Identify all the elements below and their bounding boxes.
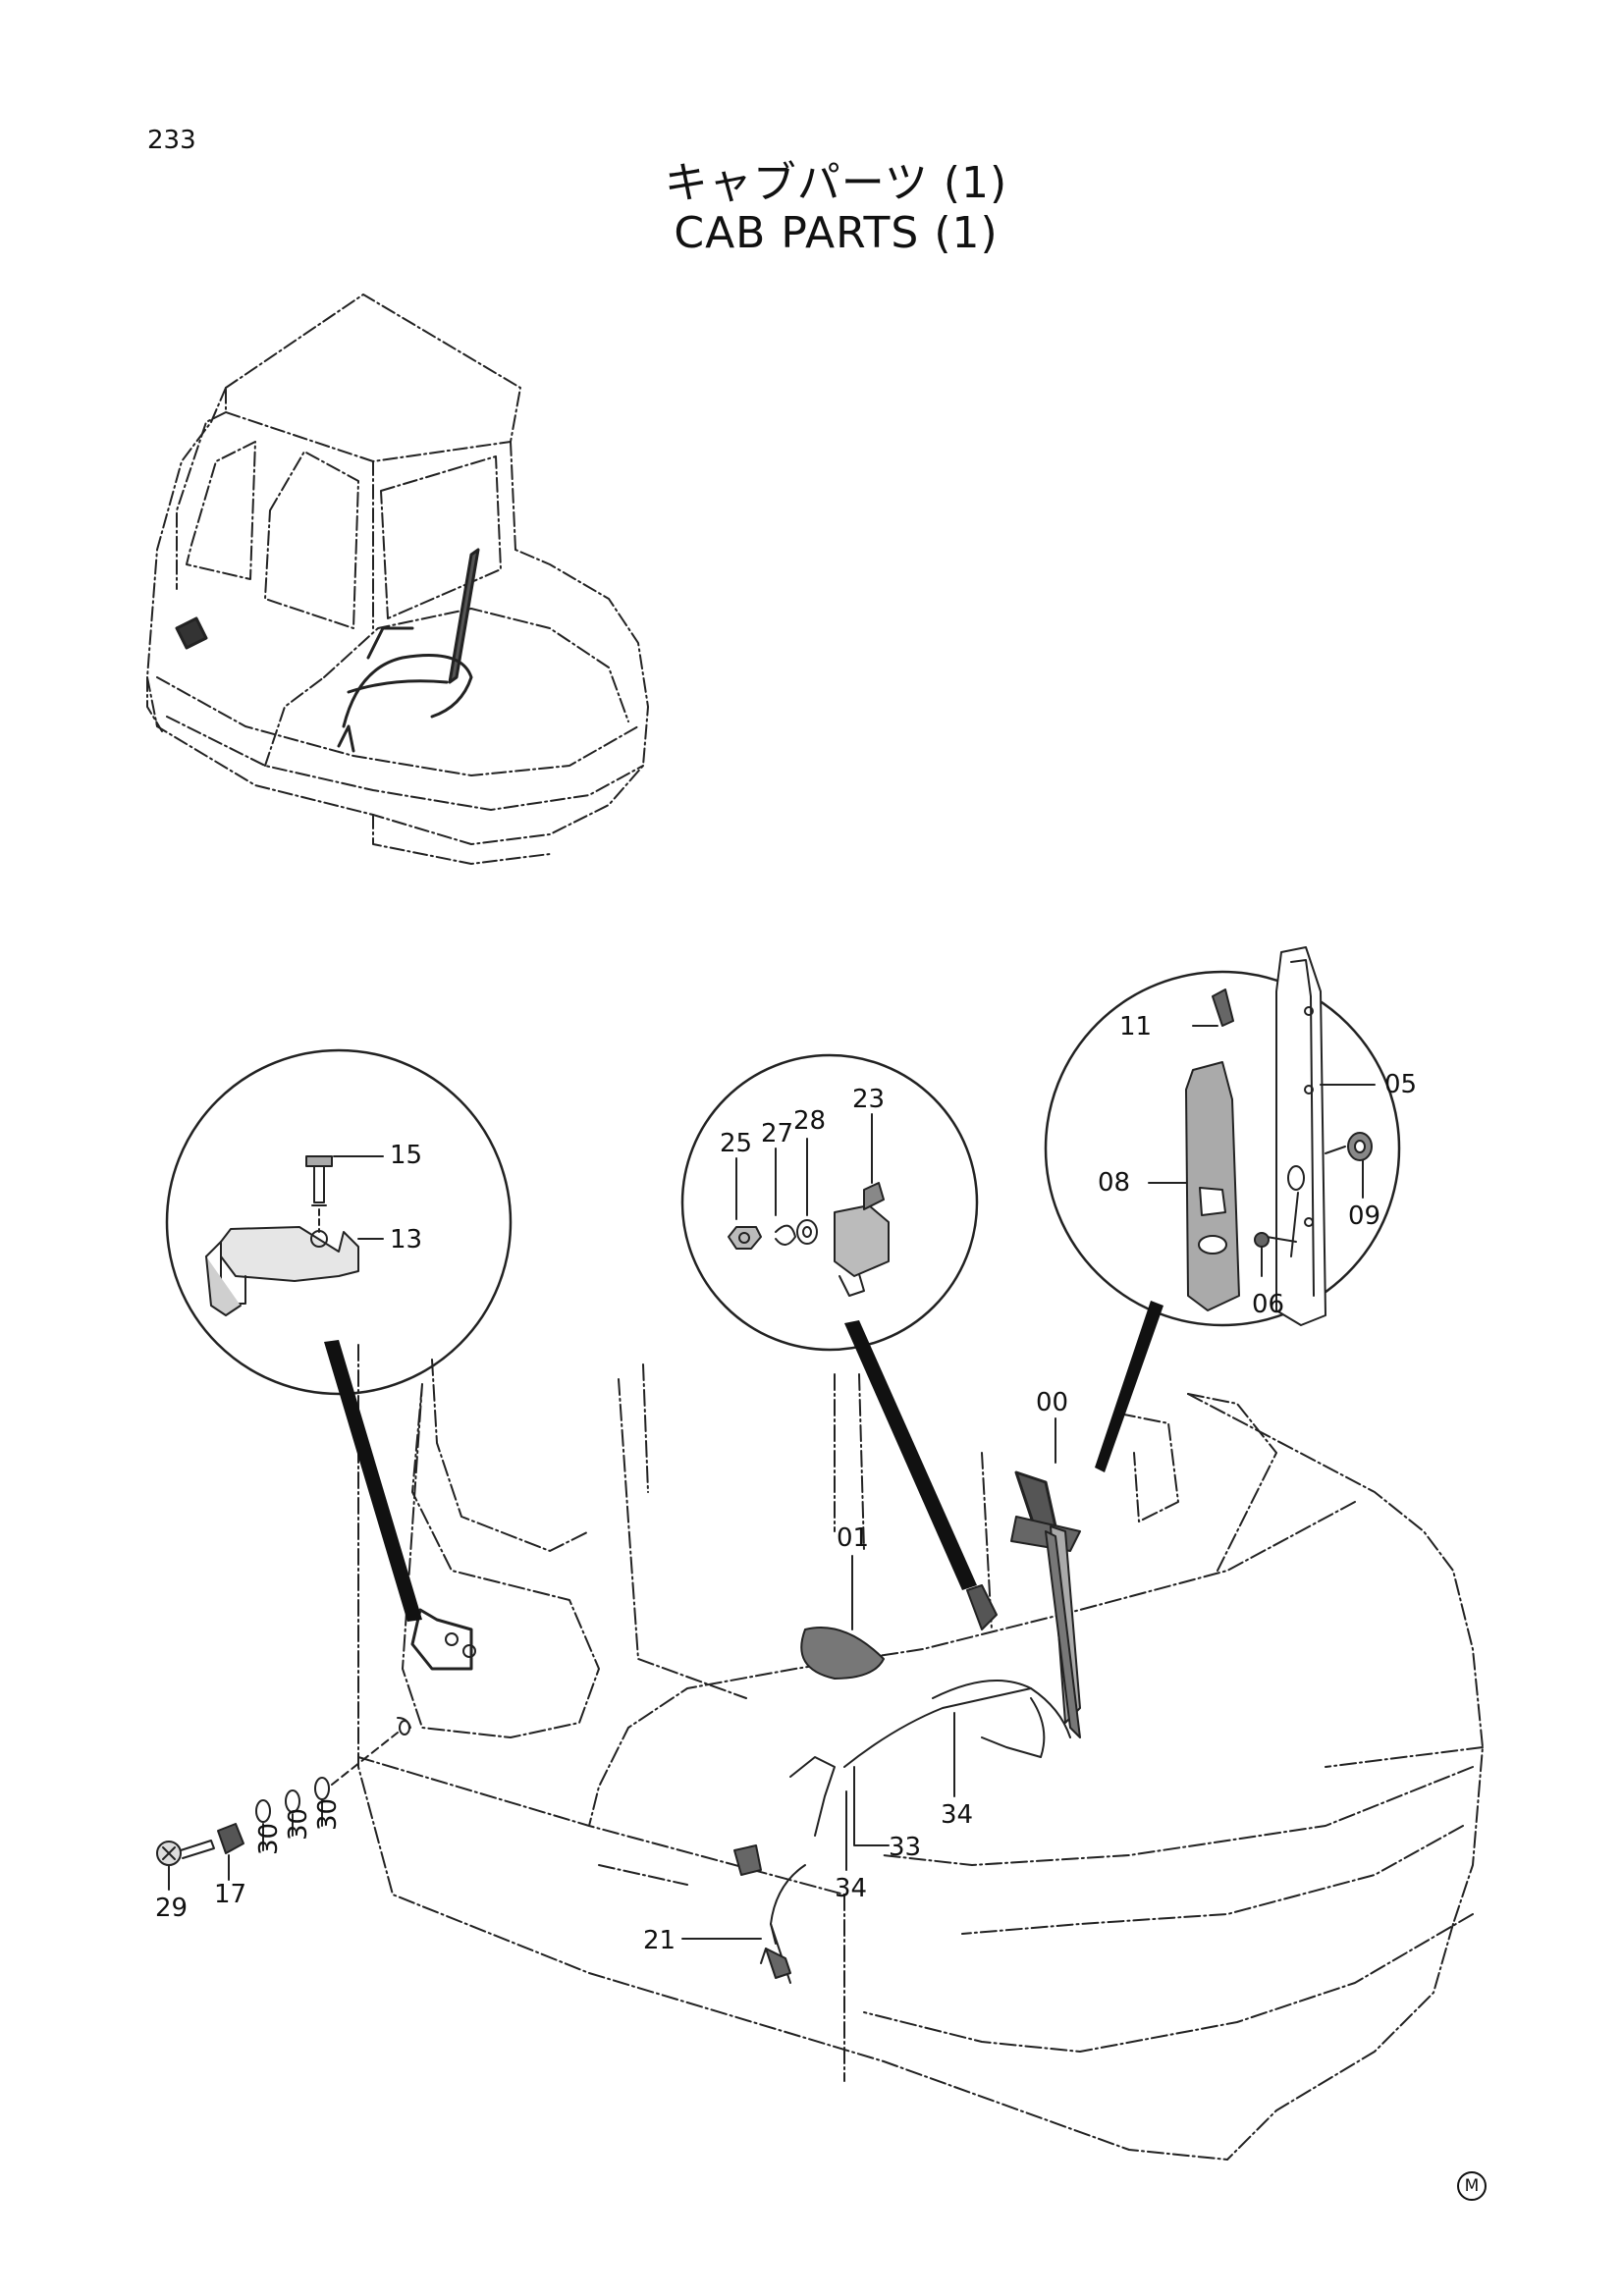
main-hidden-parts xyxy=(397,1470,1081,1984)
leader-cone-relay xyxy=(844,1320,977,1590)
callout-28: 28 xyxy=(793,1106,826,1136)
page-number: 233 xyxy=(147,126,196,155)
callout-labels: 15 13 23 28 27 25 11 05 08 09 06 00 01 3… xyxy=(155,1012,1417,1955)
callout-15: 15 xyxy=(390,1141,422,1170)
callout-23: 23 xyxy=(852,1085,885,1114)
main-leader-lines xyxy=(681,1417,1056,1940)
leader-cone-lever xyxy=(1095,1301,1163,1472)
overview-hidden-parts xyxy=(175,548,480,753)
callout-29: 29 xyxy=(155,1894,188,1923)
callout-33-right: 33 xyxy=(889,1833,921,1862)
edition-mark: M xyxy=(1457,2171,1487,2201)
callout-13: 13 xyxy=(390,1225,422,1255)
callout-09: 09 xyxy=(1348,1201,1380,1231)
detail-circle-bracket xyxy=(165,1048,513,1396)
callout-21: 21 xyxy=(643,1926,676,1955)
fastener-parts xyxy=(156,1720,410,1891)
detail-circle-lever xyxy=(1044,946,1401,1327)
callout-25: 25 xyxy=(720,1129,752,1158)
callout-27: 27 xyxy=(761,1119,793,1148)
callout-08: 08 xyxy=(1098,1168,1130,1198)
callout-30-b: 30 xyxy=(284,1808,313,1841)
main-cab-outline xyxy=(357,1344,1484,2161)
callout-01: 01 xyxy=(837,1523,869,1553)
callout-05: 05 xyxy=(1384,1070,1417,1099)
callout-34-left: 34 xyxy=(835,1874,867,1903)
title-english: CAB PARTS (1) xyxy=(674,208,999,258)
callout-17: 17 xyxy=(214,1880,246,1909)
callout-34-right: 34 xyxy=(941,1800,973,1830)
callout-30-a: 30 xyxy=(254,1823,284,1855)
overview-cab-illustration xyxy=(146,294,649,865)
callout-06: 06 xyxy=(1252,1290,1284,1319)
leader-cone-bracket xyxy=(324,1340,422,1622)
title-japanese: キャブパーツ (1) xyxy=(664,158,1008,208)
detail-circle-relay xyxy=(680,1053,979,1352)
callout-30-c: 30 xyxy=(313,1798,343,1831)
callout-00: 00 xyxy=(1036,1388,1068,1417)
callout-11: 11 xyxy=(1119,1012,1152,1041)
